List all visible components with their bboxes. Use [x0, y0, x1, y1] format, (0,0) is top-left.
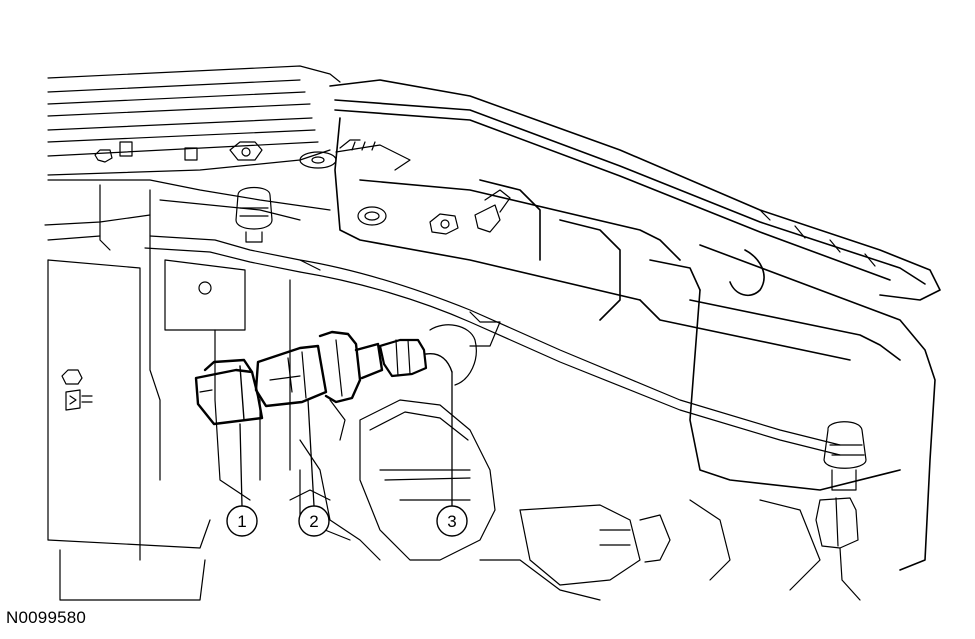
callout-1: 1	[226, 505, 258, 537]
warning-label-icon	[61, 369, 93, 411]
connector-2	[254, 330, 384, 408]
push-pin-fastener	[823, 421, 867, 491]
leader-line-1	[239, 423, 243, 507]
connector-3	[378, 338, 453, 378]
callout-1-label: 1	[237, 512, 246, 531]
leader-line-2	[307, 399, 315, 507]
headlamp-housing	[329, 79, 941, 571]
lower-bracket	[479, 499, 821, 601]
figure-id: N0099580	[6, 608, 87, 627]
bolt-stud-left	[94, 141, 263, 163]
headlamp-rear-cover	[289, 399, 496, 561]
callout-3-label: 3	[447, 512, 456, 531]
wiring-harness	[299, 259, 841, 456]
connector-1	[194, 358, 264, 426]
callout-2-label: 2	[309, 512, 318, 531]
grommet	[299, 139, 411, 171]
bump-stop	[235, 186, 273, 243]
cowl-panel	[47, 65, 341, 211]
leader-lines	[239, 371, 453, 507]
callout-3: 3	[436, 505, 468, 537]
side-connector	[815, 497, 861, 601]
headlamp-bolt	[357, 189, 511, 235]
callout-2: 2	[298, 505, 330, 537]
radiator-support	[44, 184, 351, 601]
